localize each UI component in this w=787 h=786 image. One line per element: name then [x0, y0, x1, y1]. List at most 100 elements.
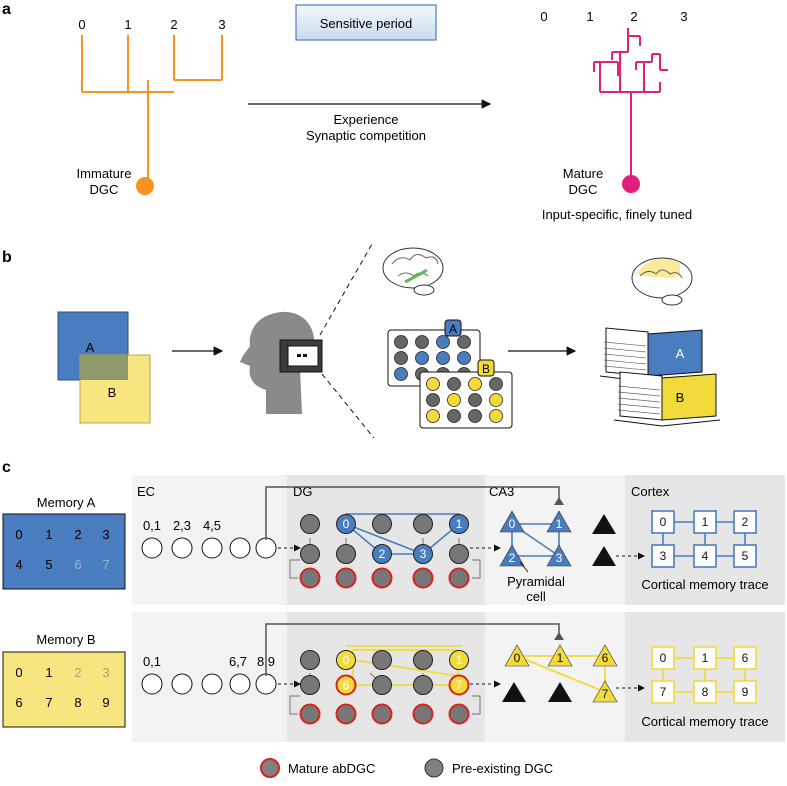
ec-b-cell [229, 673, 251, 695]
dg-a-cell-label: 0 [343, 517, 350, 531]
ec-b-perforant-path [265, 623, 560, 676]
region-ec-label: EC [137, 484, 155, 499]
memory-b-cell-7: 9 [102, 695, 109, 710]
ca3-b-inactive-2 [548, 682, 572, 702]
square-b-label: B [108, 385, 117, 400]
memory-a-title: Memory A [37, 495, 96, 510]
dg-a-cell [336, 514, 356, 534]
grid-a-dot [457, 351, 471, 365]
ec-b-cell [171, 673, 193, 695]
zoom-line-bottom [321, 373, 375, 439]
mature-soma [622, 175, 640, 193]
grid-a-dot [415, 351, 429, 365]
grid-a-dot [436, 351, 450, 365]
cortex-b-box [693, 646, 717, 670]
brain-cortex-icon [631, 257, 693, 306]
dg-b-cell [336, 650, 356, 670]
ca3-b-cell-3-label: 7 [602, 687, 609, 701]
memory-b-cell-1: 1 [45, 665, 52, 680]
grid-b-panel [419, 371, 513, 429]
memory-b-grid [2, 651, 126, 728]
memory-a-grid [2, 513, 126, 590]
pyramidal-pointer [519, 561, 529, 573]
memory-b-cell-4: 6 [15, 695, 22, 710]
book-a-label: A [676, 346, 685, 361]
immature-num-1: 1 [124, 17, 131, 32]
mature-num-0: 0 [540, 9, 547, 24]
pyramidal-label-line1: Pyramidal [507, 574, 565, 589]
grid-a-dot [457, 335, 471, 349]
legend-mature-label: Mature abDGC [288, 761, 375, 776]
ec-a-label-0: 0,1 [143, 518, 161, 533]
dg-b-mature-cell [371, 703, 393, 725]
grid-b-dot [447, 377, 461, 391]
immature-label-line2: DGC [90, 182, 119, 197]
mature-label-line1: Mature [563, 166, 603, 181]
ec-b-cells [141, 673, 277, 695]
cortex-b-box [651, 680, 675, 704]
legend-preexisting-icon [424, 758, 444, 778]
ec-a-cells [141, 537, 277, 559]
memory-a-cell-5: 5 [45, 557, 52, 572]
ec-b-cell [201, 673, 223, 695]
square-a-label: A [86, 340, 95, 355]
ca3-a-cell-1-label: 1 [556, 517, 563, 531]
memory-a-cell-2: 2 [74, 527, 81, 542]
ca3-a-cell-2 [499, 544, 525, 567]
dg-a-cell [413, 514, 433, 534]
grid-a-dot [394, 335, 408, 349]
ec-a-cell [141, 537, 163, 559]
immature-num-2: 2 [170, 17, 177, 32]
memory-a-cell-0: 0 [15, 527, 22, 542]
cortex-a-box-label: 0 [660, 515, 667, 529]
grid-b-cells [426, 377, 503, 423]
memory-b-cell-2: 2 [74, 665, 81, 680]
cortex-a-box-label: 5 [742, 549, 749, 563]
arrow-label-line1: Experience [333, 112, 398, 127]
ca3-b-cell-0-label: 0 [514, 651, 521, 665]
dg-a-mature-cell [335, 567, 357, 589]
row-b-ca3-bg [485, 612, 625, 742]
immature-num-0: 0 [78, 17, 85, 32]
dg-b-cell-label: 6 [343, 678, 350, 692]
dg-b-cell [372, 650, 392, 670]
cortex-a-box [651, 544, 675, 568]
grid-b-dot [426, 409, 440, 423]
memory-b-cell-0: 0 [15, 665, 22, 680]
dg-b-mature-cell [412, 703, 434, 725]
ca3-a-inactive-1 [592, 514, 616, 534]
device-dot-1 [297, 354, 301, 357]
ec-a-cell [171, 537, 193, 559]
immature-dgc-tree [81, 35, 223, 180]
ca3-a-cell-3-label: 3 [556, 551, 563, 565]
ca3-b-cell-1-label: 1 [557, 651, 564, 665]
grid-a-dot [436, 335, 450, 349]
cortex-b-box-label: 7 [660, 685, 667, 699]
memory-a-cell-4: 4 [15, 557, 22, 572]
mature-num-2: 2 [630, 9, 637, 24]
dg-a-mature-cell [412, 567, 434, 589]
dg-b-connections [346, 645, 462, 686]
memory-b-title: Memory B [36, 632, 95, 647]
dg-b-mature-cell [448, 703, 470, 725]
immature-soma [136, 177, 154, 195]
grid-b-dot [468, 409, 482, 423]
grid-b-dot [426, 393, 440, 407]
cortex-b-caption: Cortical memory trace [641, 714, 768, 729]
memory-a-cell-7: 7 [102, 557, 109, 572]
dg-a-cell [413, 544, 433, 564]
ec-a-cell [229, 537, 251, 559]
ec-a-label-1: 2,3 [173, 518, 191, 533]
mature-dgc-tree [593, 28, 668, 178]
cortex-b-box-label: 8 [702, 685, 709, 699]
dg-a-cell [372, 544, 392, 564]
ec-a-label-2: 4,5 [203, 518, 221, 533]
book-b-icon [613, 371, 721, 427]
cortex-a-box-label: 3 [660, 549, 667, 563]
cortex-a-box [733, 544, 757, 568]
square-overlap [80, 355, 128, 380]
dg-a-cell [449, 514, 469, 534]
